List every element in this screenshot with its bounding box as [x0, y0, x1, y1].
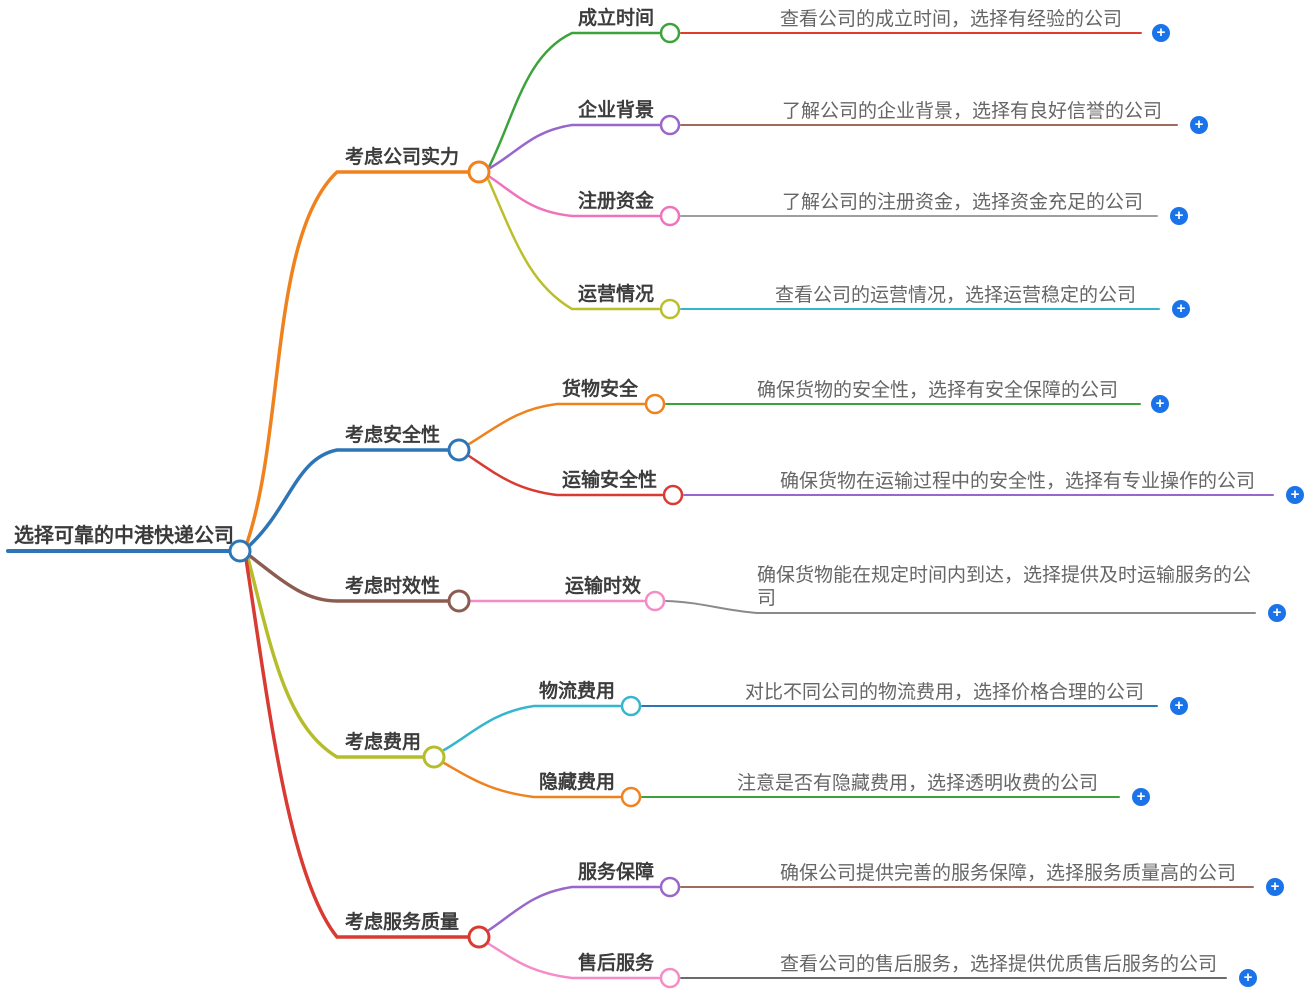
plus-icon: + [1174, 697, 1184, 714]
plus-icon: + [1272, 604, 1282, 621]
leaf-line-transport-safety [467, 454, 664, 497]
add-child-button-service-guarantee[interactable]: + [1266, 878, 1284, 896]
node-handle-cost[interactable] [422, 745, 446, 769]
leaf-line-hidden-cost [442, 761, 622, 799]
desc-service-guarantee[interactable]: 确保公司提供完善的服务保障，选择服务质量高的公司 [780, 863, 1237, 884]
add-child-button-after-sales-service[interactable]: + [1239, 969, 1257, 987]
topic-timeliness[interactable]: 考虑时效性 [345, 576, 441, 597]
topic-logistics-cost[interactable]: 物流费用 [539, 681, 616, 702]
node-handle-cargo-safety[interactable] [644, 393, 666, 415]
add-child-button-logistics-cost[interactable]: + [1170, 697, 1188, 715]
node-handle-service-quality[interactable] [467, 925, 491, 949]
add-child-button-company-background[interactable]: + [1190, 116, 1208, 134]
node-handle-timeliness[interactable] [447, 589, 471, 613]
leaf-line-founding-time [487, 31, 661, 169]
plus-icon: + [1155, 395, 1165, 412]
topic-safety[interactable]: 考虑安全性 [345, 425, 441, 446]
topic-service-guarantee[interactable]: 服务保障 [578, 862, 655, 883]
node-handle-registered-capital[interactable] [659, 205, 681, 227]
topic-cost[interactable]: 考虑费用 [345, 732, 422, 753]
branch-line-cost [246, 556, 425, 759]
topic-founding-time[interactable]: 成立时间 [578, 8, 655, 29]
branch-line-company-strength [245, 170, 470, 545]
node-handle-transport-safety[interactable] [662, 484, 684, 506]
leaf-line-cargo-safety [467, 402, 646, 446]
node-handle-company-strength[interactable] [467, 160, 491, 184]
desc-hidden-cost[interactable]: 注意是否有隐藏费用，选择透明收费的公司 [737, 773, 1099, 794]
leaf-line-operation-status [486, 177, 661, 311]
branch-line-safety [247, 448, 450, 548]
desc-line-transport-time [665, 600, 1256, 614]
node-handle-logistics-cost[interactable] [620, 695, 642, 717]
desc-operation-status[interactable]: 查看公司的运营情况，选择运营稳定的公司 [775, 285, 1137, 306]
topic-service-quality[interactable]: 考虑服务质量 [345, 912, 460, 933]
add-child-button-cargo-safety[interactable]: + [1151, 395, 1169, 413]
plus-icon: + [1290, 486, 1300, 503]
topic-company-strength[interactable]: 考虑公司实力 [345, 147, 460, 168]
plus-icon: + [1194, 116, 1204, 133]
branch-line-timeliness [248, 554, 450, 603]
node-handle-service-guarantee[interactable] [659, 876, 681, 898]
topic-company-background[interactable]: 企业背景 [578, 100, 655, 121]
desc-company-background[interactable]: 了解公司的企业背景，选择有良好信誉的公司 [782, 101, 1163, 122]
leaf-line-after-sales-service [487, 942, 661, 980]
plus-icon: + [1176, 300, 1186, 317]
topic-hidden-cost[interactable]: 隐藏费用 [539, 772, 616, 793]
leaf-line-registered-capital [488, 175, 661, 218]
plus-icon: + [1243, 969, 1253, 986]
desc-after-sales-service[interactable]: 查看公司的售后服务，选择提供优质售后服务的公司 [780, 954, 1218, 975]
topic-registered-capital[interactable]: 注册资金 [578, 191, 655, 212]
add-child-button-transport-time[interactable]: + [1268, 604, 1286, 622]
topic-operation-status[interactable]: 运营情况 [578, 284, 655, 305]
node-handle-hidden-cost[interactable] [620, 786, 642, 808]
desc-transport-time[interactable]: 确保货物能在规定时间内到达，选择提供及时运输服务的公司 [757, 565, 1252, 609]
leaf-line-service-guarantee [487, 885, 661, 932]
root-node-handle[interactable] [228, 539, 252, 563]
node-handle-company-background[interactable] [659, 114, 681, 136]
branch-line-service-quality [244, 557, 470, 939]
topic-cargo-safety[interactable]: 货物安全 [562, 379, 639, 400]
node-handle-founding-time[interactable] [659, 22, 681, 44]
node-handle-safety[interactable] [447, 438, 471, 462]
add-child-button-registered-capital[interactable]: + [1170, 207, 1188, 225]
desc-cargo-safety[interactable]: 确保货物的安全性，选择有安全保障的公司 [757, 380, 1119, 401]
node-handle-transport-time[interactable] [644, 590, 666, 612]
node-handle-operation-status[interactable] [659, 298, 681, 320]
desc-registered-capital[interactable]: 了解公司的注册资金，选择资金充足的公司 [782, 192, 1144, 213]
add-child-button-transport-safety[interactable]: + [1286, 486, 1304, 504]
plus-icon: + [1156, 24, 1166, 41]
root-topic[interactable]: 选择可靠的中港快递公司 [14, 525, 234, 547]
add-child-button-hidden-cost[interactable]: + [1132, 788, 1150, 806]
desc-transport-safety[interactable]: 确保货物在运输过程中的安全性，选择有专业操作的公司 [780, 471, 1256, 492]
topic-transport-safety[interactable]: 运输安全性 [562, 470, 658, 491]
node-handle-after-sales-service[interactable] [659, 967, 681, 989]
plus-icon: + [1174, 207, 1184, 224]
plus-icon: + [1136, 788, 1146, 805]
desc-founding-time[interactable]: 查看公司的成立时间，选择有经验的公司 [780, 9, 1123, 30]
topic-after-sales-service[interactable]: 售后服务 [578, 953, 655, 974]
add-child-button-founding-time[interactable]: + [1152, 24, 1170, 42]
desc-logistics-cost[interactable]: 对比不同公司的物流费用，选择价格合理的公司 [745, 682, 1145, 703]
leaf-line-company-background [488, 123, 661, 170]
topic-transport-time[interactable]: 运输时效 [565, 576, 642, 597]
add-child-button-operation-status[interactable]: + [1172, 300, 1190, 318]
leaf-line-logistics-cost [442, 704, 622, 752]
plus-icon: + [1270, 878, 1280, 895]
